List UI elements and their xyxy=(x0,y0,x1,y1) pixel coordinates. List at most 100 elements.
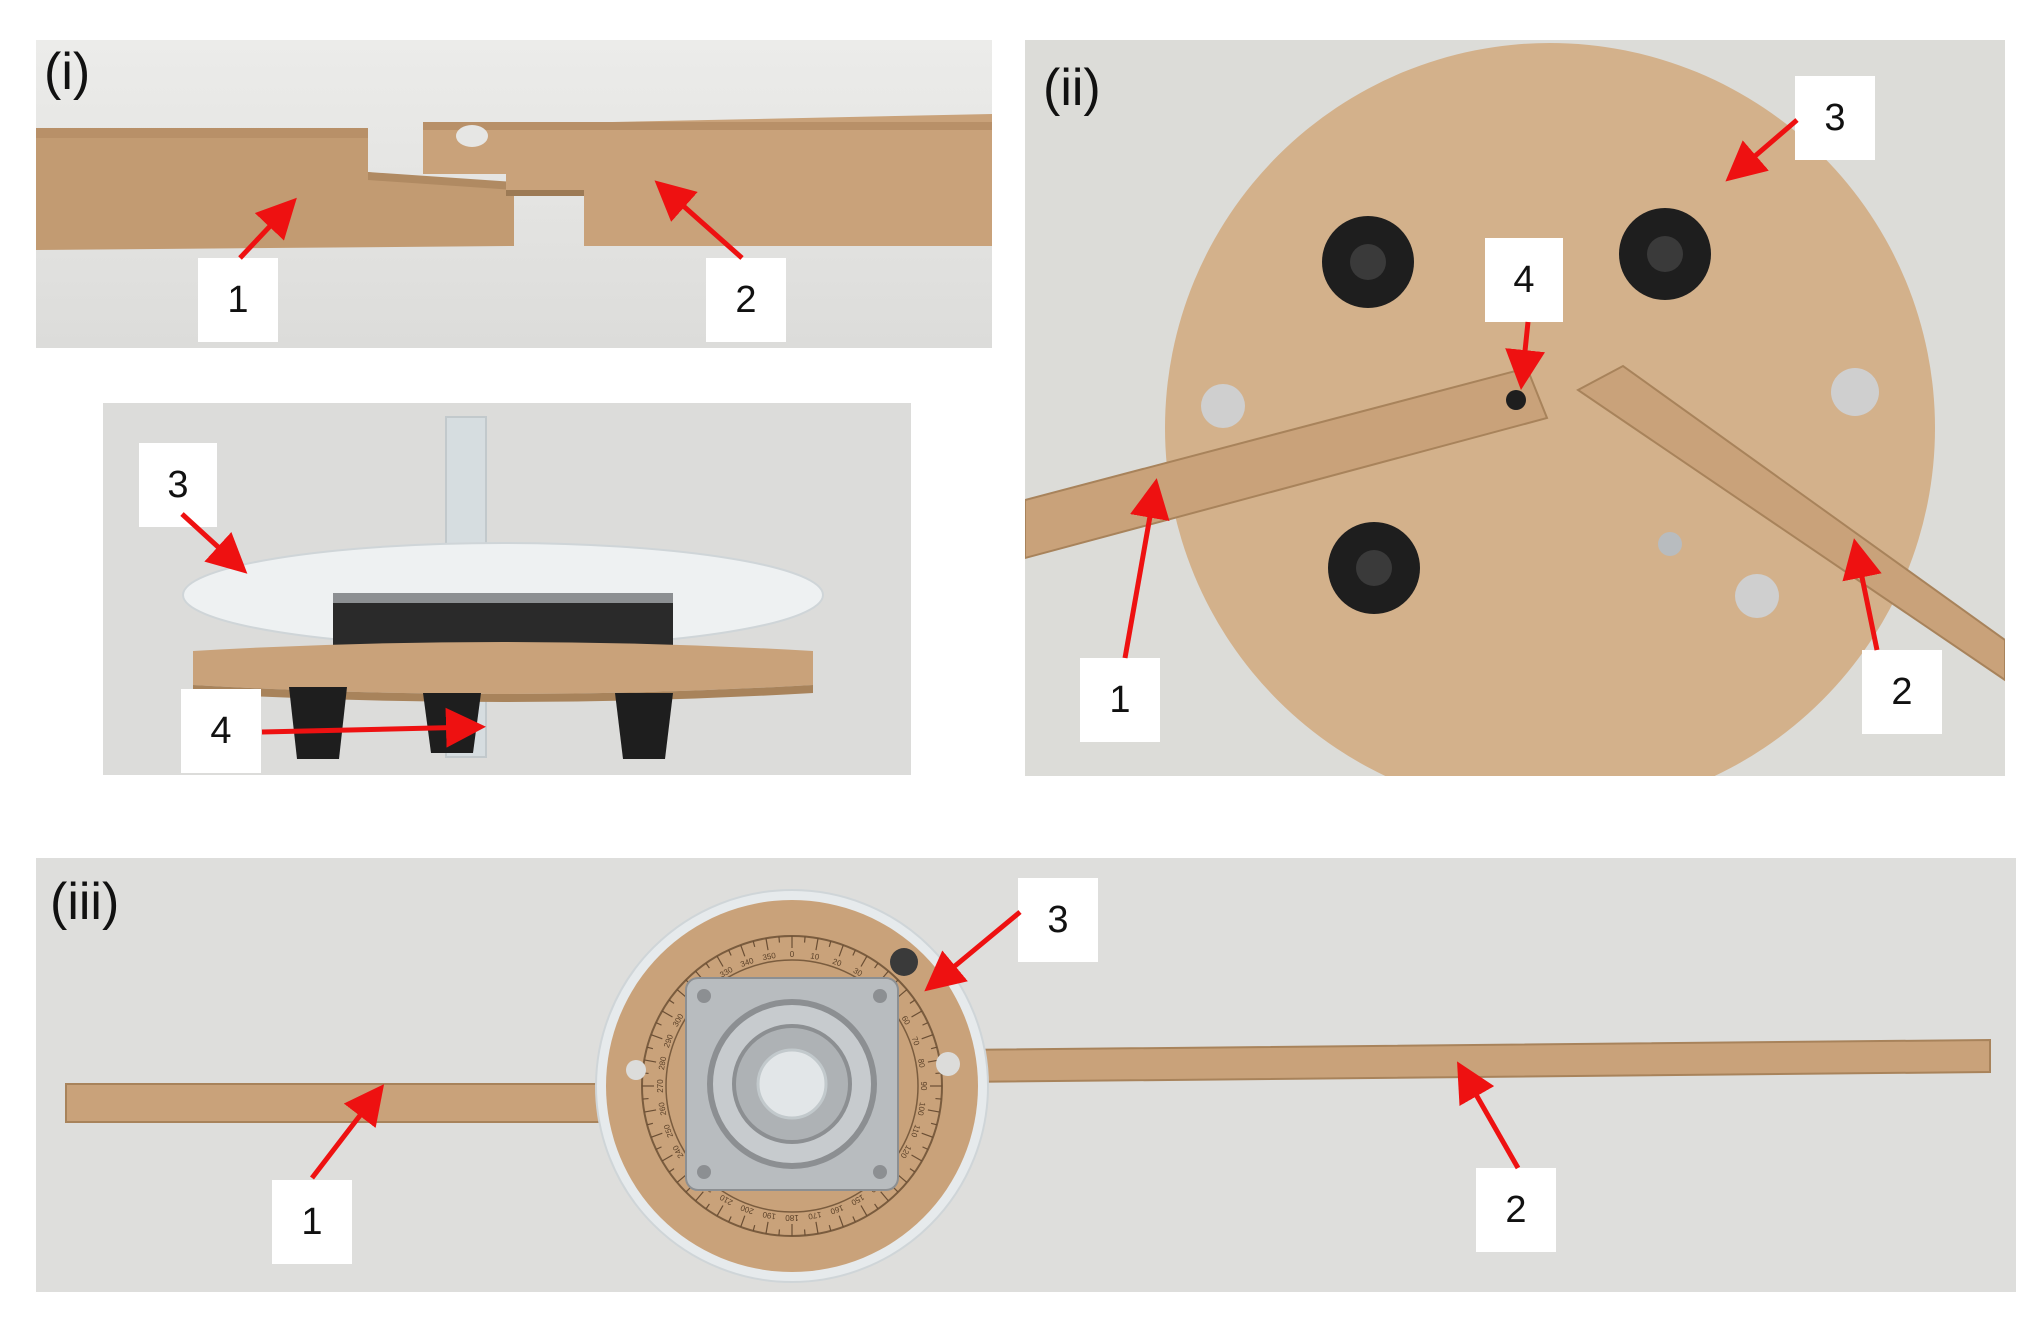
protractor-tick xyxy=(874,1203,879,1210)
protractor-tick xyxy=(668,1168,675,1173)
protractor-tick xyxy=(921,1034,934,1040)
protractor-tick xyxy=(911,1154,923,1162)
protractor-tick xyxy=(922,1022,929,1026)
protractor-tick xyxy=(650,1132,663,1138)
protractor-label: 0 xyxy=(790,950,795,959)
panel-label: (i) xyxy=(44,43,91,101)
protractor-tick xyxy=(930,1046,938,1050)
callout-3: 3 xyxy=(139,443,217,527)
protractor-tick xyxy=(646,1122,654,1126)
protractor-tick xyxy=(646,1046,654,1050)
protractor-label: 250 xyxy=(662,1123,675,1139)
protractor-label: 350 xyxy=(762,951,777,962)
protractor-tick xyxy=(728,949,732,956)
protractor-label: 290 xyxy=(662,1033,675,1049)
protractor-label: 80 xyxy=(916,1058,927,1069)
protractor-tick xyxy=(765,938,769,951)
protractor-label: 260 xyxy=(657,1101,668,1116)
protractor-label: 20 xyxy=(831,957,843,969)
protractor-tick xyxy=(852,1216,856,1223)
protractor-label: 110 xyxy=(909,1123,922,1139)
callout-2: 2 xyxy=(706,258,786,342)
callout-1: 1 xyxy=(272,1180,352,1264)
protractor-tick xyxy=(740,1215,746,1228)
callout-4: 4 xyxy=(181,689,261,773)
protractor-tick xyxy=(650,1034,663,1040)
protractor-tick xyxy=(728,1216,732,1223)
protractor-label: 170 xyxy=(807,1210,822,1221)
protractor-tick xyxy=(880,1191,889,1202)
panel-i-top: (i) 1 2 xyxy=(36,40,992,348)
protractor-tick xyxy=(752,1224,756,1232)
protractor-tick xyxy=(803,936,806,943)
protractor-tick xyxy=(778,936,781,943)
protractor-label: 10 xyxy=(810,951,821,962)
callout-1: 1 xyxy=(1080,658,1160,742)
callout-3: 3 xyxy=(1018,878,1098,962)
protractor-tick xyxy=(661,1154,673,1162)
protractor-tick xyxy=(705,1203,710,1210)
protractor-tick xyxy=(655,1022,662,1026)
protractor-tick xyxy=(803,1229,806,1236)
protractor-tick xyxy=(695,1191,704,1202)
protractor-tick xyxy=(716,955,724,967)
callout-3: 3 xyxy=(1795,76,1875,160)
protractor-tick xyxy=(815,938,819,951)
callout-2: 2 xyxy=(1476,1168,1556,1252)
protractor-label: 100 xyxy=(916,1101,927,1116)
protractor-tick xyxy=(921,1132,934,1138)
panel-iii: 0102030405060708090100110120130140150160… xyxy=(36,858,2016,1292)
protractor-tick xyxy=(765,1221,769,1234)
protractor-tick xyxy=(655,1146,662,1150)
photo-joint-closeup xyxy=(36,40,992,348)
protractor-tick xyxy=(897,989,908,998)
protractor-label: 280 xyxy=(657,1055,668,1070)
protractor-tick xyxy=(897,1174,908,1183)
protractor-label: 270 xyxy=(656,1079,665,1093)
protractor-tick xyxy=(860,1205,868,1217)
protractor-label: 340 xyxy=(739,956,755,969)
protractor-tick xyxy=(909,1168,916,1173)
protractor-tick xyxy=(642,1097,649,1100)
protractor-label: 160 xyxy=(829,1203,845,1216)
protractor-tick xyxy=(752,940,756,948)
protractor-tick xyxy=(644,1059,657,1063)
photo-turntable-side xyxy=(103,403,911,775)
callout-4: 4 xyxy=(1485,238,1563,322)
protractor-tick xyxy=(874,962,879,969)
protractor-tick xyxy=(935,1097,942,1100)
protractor-tick xyxy=(893,1187,899,1193)
protractor-tick xyxy=(930,1122,938,1126)
photo-base-underside xyxy=(1025,40,2005,776)
protractor-tick xyxy=(685,1187,691,1193)
callout-2: 2 xyxy=(1862,650,1942,734)
protractor-tick xyxy=(815,1221,819,1234)
protractor-label: 180 xyxy=(785,1213,799,1222)
photo-assembled-top: 0102030405060708090100110120130140150160… xyxy=(36,858,2016,1292)
protractor-tick xyxy=(644,1109,657,1113)
protractor-tick xyxy=(838,944,844,957)
protractor-label: 200 xyxy=(739,1203,755,1216)
protractor-tick xyxy=(661,1010,673,1018)
protractor-tick xyxy=(828,1224,832,1232)
protractor-tick xyxy=(716,1205,724,1217)
protractor-tick xyxy=(852,949,856,956)
panel-ii: (ii) 3 4 1 2 xyxy=(1025,40,2005,776)
panel-label: (ii) xyxy=(1043,59,1101,117)
protractor-tick xyxy=(828,940,832,948)
protractor-tick xyxy=(676,1174,687,1183)
protractor-tick xyxy=(838,1215,844,1228)
protractor-tick xyxy=(927,1109,940,1113)
protractor-tick xyxy=(668,999,675,1004)
protractor-tick xyxy=(705,962,710,969)
protractor-label: 90 xyxy=(919,1082,928,1091)
panel-i-side-view: 3 4 xyxy=(103,403,911,775)
protractor-tick xyxy=(909,999,916,1004)
protractor-tick xyxy=(740,944,746,957)
protractor-label: 70 xyxy=(910,1035,922,1047)
protractor-label: 190 xyxy=(761,1210,776,1221)
protractor-tick xyxy=(676,989,687,998)
panel-label: (iii) xyxy=(50,873,120,931)
protractor-tick xyxy=(911,1010,923,1018)
protractor-tick xyxy=(860,955,868,967)
